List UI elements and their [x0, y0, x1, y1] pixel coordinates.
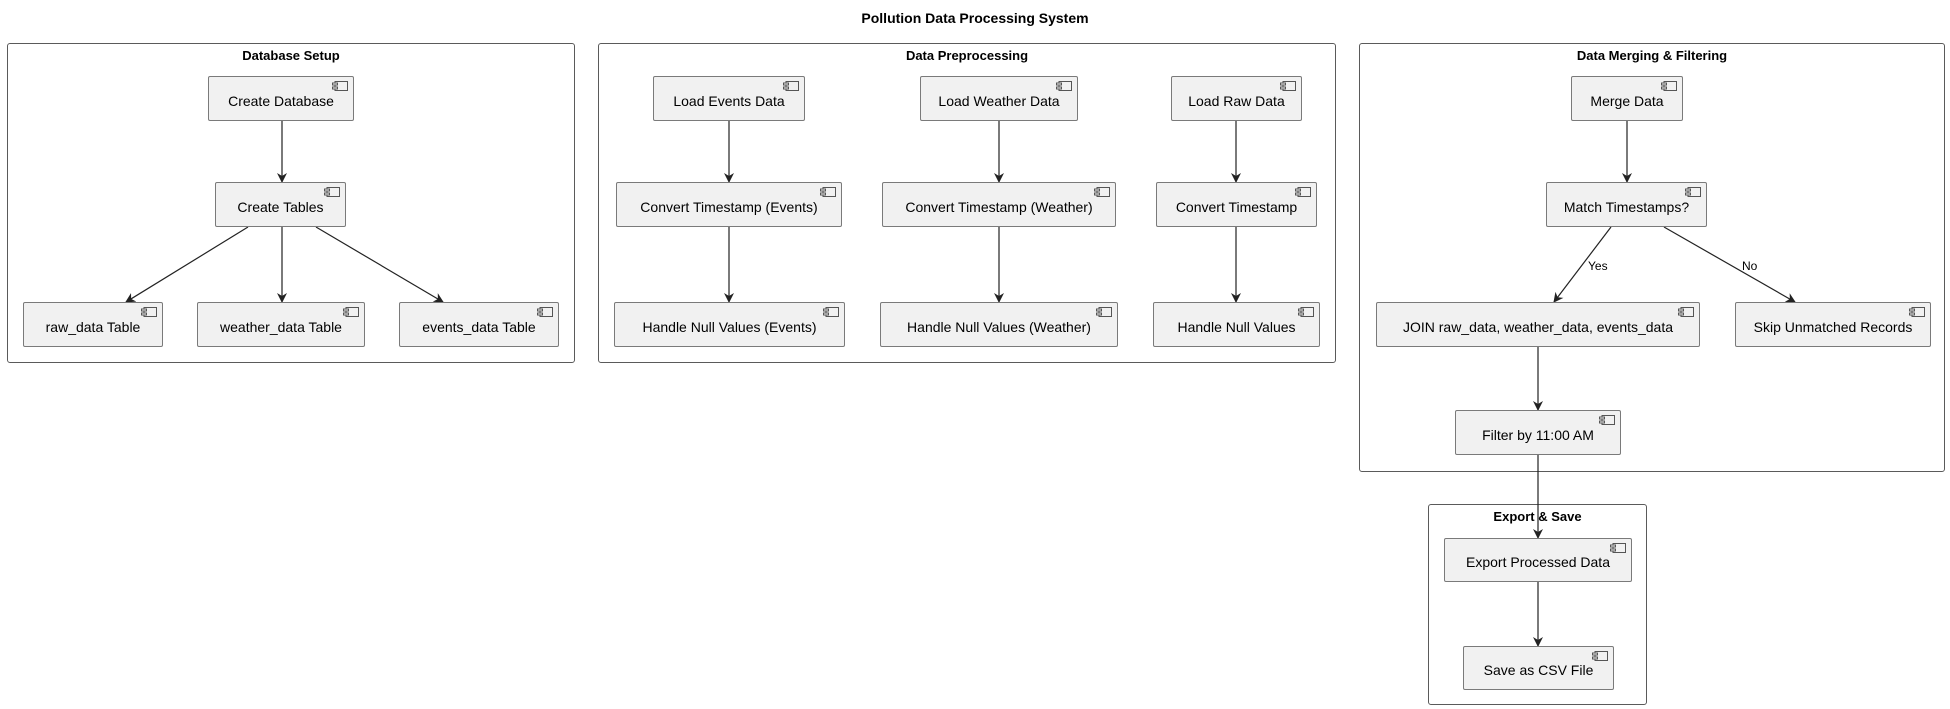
- edge-match-to-skip: [1663, 226, 1796, 303]
- component-icon: [343, 307, 359, 317]
- component-icon: [820, 187, 836, 197]
- component-load-events-data: Load Events Data: [653, 76, 805, 121]
- component-label: raw_data Table: [45, 318, 141, 335]
- component-convert-timestamp-weather: Convert Timestamp (Weather): [882, 182, 1116, 227]
- component-match-timestamps: Match Timestamps?: [1546, 182, 1707, 227]
- component-icon: [141, 307, 157, 317]
- component-save-csv: Save as CSV File: [1463, 646, 1614, 690]
- component-create-tables: Create Tables: [215, 182, 346, 227]
- component-label: Skip Unmatched Records: [1753, 318, 1913, 335]
- component-weather-data-table: weather_data Table: [197, 302, 365, 347]
- component-handle-null-raw: Handle Null Values: [1153, 302, 1320, 347]
- component-label: Filter by 11:00 AM: [1482, 426, 1594, 443]
- package-label: Data Preprocessing: [905, 48, 1029, 63]
- component-icon: [1678, 307, 1694, 317]
- edge-match-to-join: [1553, 226, 1612, 303]
- component-icon: [823, 307, 839, 317]
- component-merge-data: Merge Data: [1571, 76, 1683, 121]
- component-icon: [1056, 81, 1072, 91]
- component-icon: [1298, 307, 1314, 317]
- component-raw-data-table: raw_data Table: [23, 302, 163, 347]
- component-icon: [1096, 307, 1112, 317]
- component-convert-timestamp-raw: Convert Timestamp: [1156, 182, 1317, 227]
- component-icon: [783, 81, 799, 91]
- component-icon: [1094, 187, 1110, 197]
- component-handle-null-events: Handle Null Values (Events): [614, 302, 845, 347]
- component-load-raw-data: Load Raw Data: [1171, 76, 1302, 121]
- package-label: Database Setup: [242, 48, 340, 63]
- component-filter: Filter by 11:00 AM: [1455, 410, 1621, 455]
- component-label: weather_data Table: [220, 318, 342, 335]
- component-label: Merge Data: [1590, 92, 1664, 109]
- component-label: events_data Table: [422, 318, 536, 335]
- component-icon: [1280, 81, 1296, 91]
- component-label: Handle Null Values (Weather): [907, 318, 1091, 335]
- component-icon: [1685, 187, 1701, 197]
- package-label: Data Merging & Filtering: [1576, 48, 1728, 63]
- component-label: Load Weather Data: [938, 92, 1060, 109]
- component-handle-null-weather: Handle Null Values (Weather): [880, 302, 1118, 347]
- diagram-title: Pollution Data Processing System: [861, 10, 1089, 26]
- edge-label-no: No: [1742, 259, 1758, 273]
- component-label: Load Events Data: [673, 92, 785, 109]
- component-icon: [537, 307, 553, 317]
- component-label: Convert Timestamp (Weather): [905, 198, 1093, 215]
- component-join: JOIN raw_data, weather_data, events_data: [1376, 302, 1700, 347]
- component-label: Create Database: [228, 92, 334, 109]
- edge-label-yes: Yes: [1588, 259, 1608, 273]
- component-icon: [1599, 415, 1615, 425]
- component-label: Create Tables: [237, 198, 324, 215]
- component-label: Handle Null Values: [1177, 318, 1296, 335]
- component-export-processed-data: Export Processed Data: [1444, 538, 1632, 582]
- component-label: Load Raw Data: [1188, 92, 1285, 109]
- component-label: Export Processed Data: [1466, 554, 1610, 570]
- component-icon: [324, 187, 340, 197]
- component-label: Handle Null Values (Events): [642, 318, 817, 335]
- component-icon: [1295, 187, 1311, 197]
- component-skip-unmatched: Skip Unmatched Records: [1735, 302, 1931, 347]
- component-convert-timestamp-events: Convert Timestamp (Events): [616, 182, 842, 227]
- component-icon: [1592, 651, 1608, 661]
- component-label: Convert Timestamp (Events): [640, 198, 818, 215]
- component-icon: [332, 81, 348, 91]
- component-load-weather-data: Load Weather Data: [920, 76, 1078, 121]
- component-icon: [1909, 307, 1925, 317]
- component-label: Convert Timestamp: [1175, 198, 1298, 215]
- component-label: JOIN raw_data, weather_data, events_data: [1402, 318, 1674, 335]
- component-icon: [1661, 81, 1677, 91]
- edge-tables-to-events: [315, 226, 444, 303]
- component-label: Match Timestamps?: [1563, 198, 1690, 215]
- component-create-database: Create Database: [208, 76, 354, 121]
- component-icon: [1610, 543, 1626, 553]
- component-events-data-table: events_data Table: [399, 302, 559, 347]
- edge-tables-to-raw: [125, 226, 249, 303]
- component-label: Save as CSV File: [1483, 662, 1594, 678]
